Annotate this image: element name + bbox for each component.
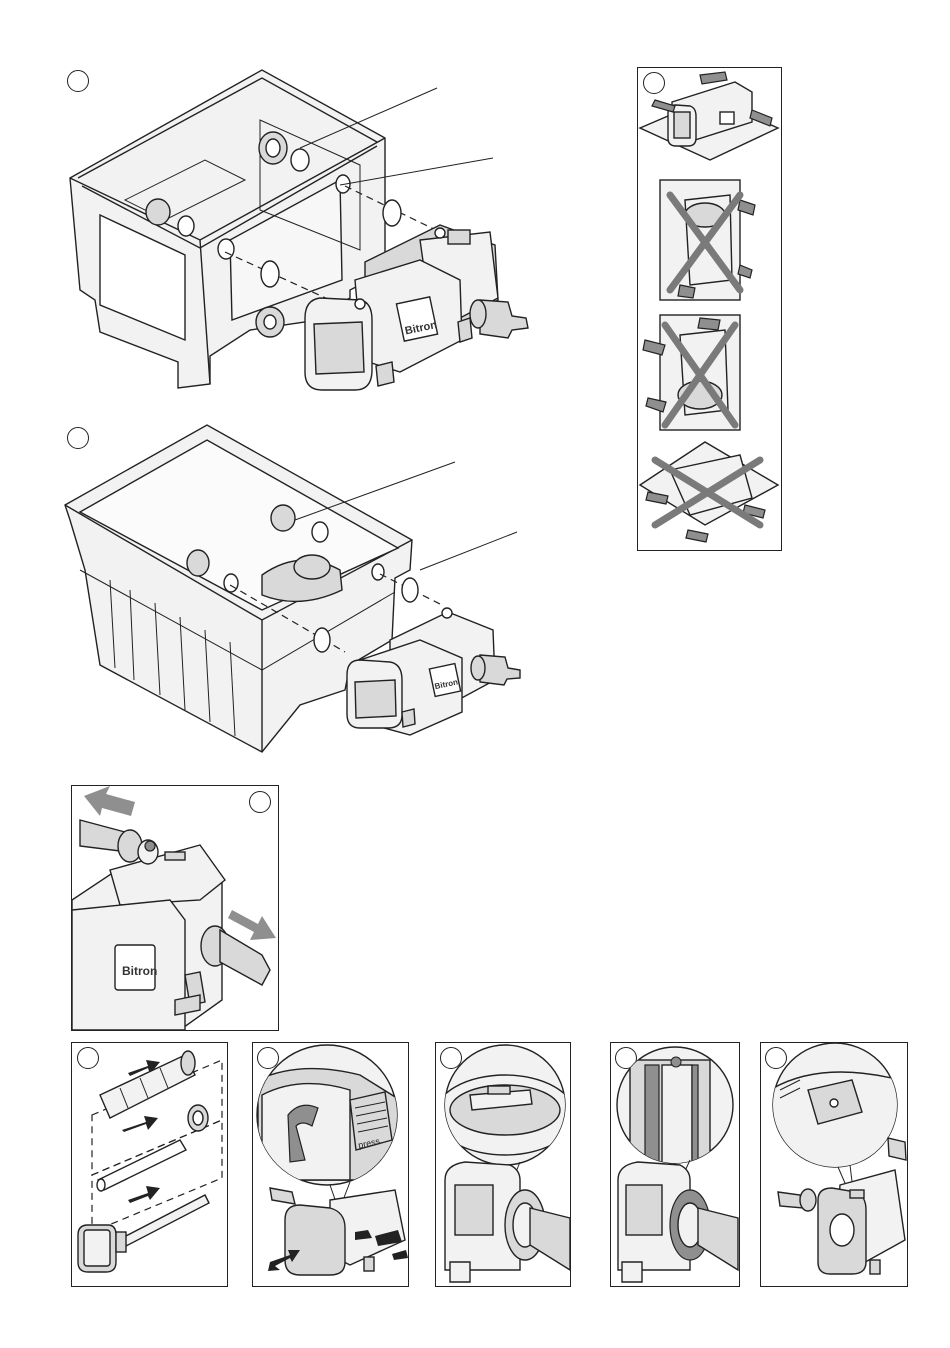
figure-9-indicator-window-detail — [0, 0, 950, 1348]
